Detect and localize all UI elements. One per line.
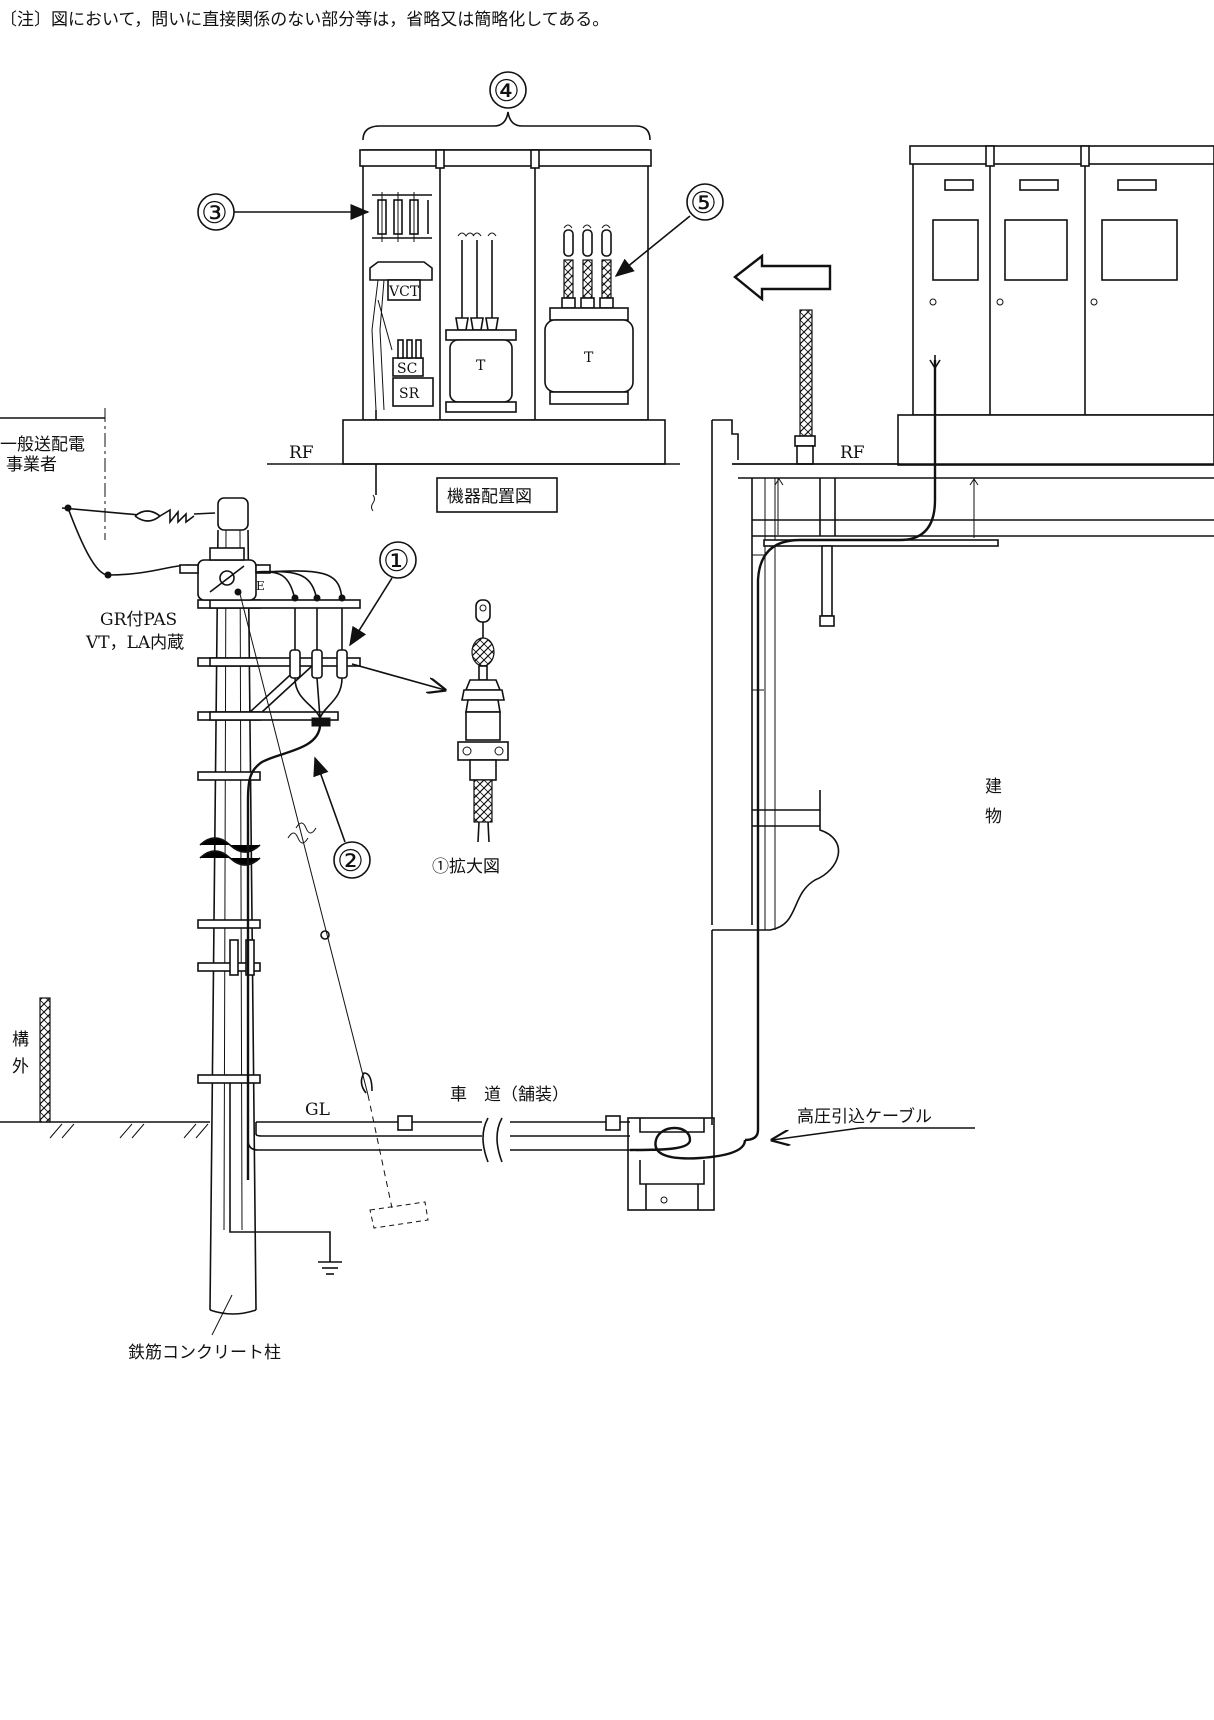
pole-earth bbox=[229, 1200, 342, 1275]
disconnecting-switch-group bbox=[372, 192, 432, 242]
insulator-string bbox=[134, 508, 216, 525]
building-label-1: 建 bbox=[985, 777, 1002, 797]
rf-left-label: RF bbox=[289, 443, 314, 463]
pas-switch: E bbox=[179, 547, 271, 601]
cubicle-right bbox=[897, 145, 1214, 466]
sr-unit: SR bbox=[392, 377, 434, 407]
utility-label-2: 事業者 bbox=[6, 455, 57, 475]
outside-label-1: 構 bbox=[12, 1030, 29, 1050]
ground-line bbox=[0, 1121, 630, 1139]
hv-cable-label: 高圧引込ケーブル bbox=[797, 1106, 932, 1127]
enlarged-termination bbox=[457, 599, 509, 843]
transformer-2-label: T bbox=[584, 350, 594, 366]
svg-text:SR: SR bbox=[399, 386, 420, 402]
callout-2: ② bbox=[333, 841, 371, 879]
vct-label: VCT bbox=[388, 284, 420, 300]
layout-caption: 機器配置図 bbox=[436, 477, 558, 513]
pas-label-1: GR付PAS bbox=[100, 610, 177, 630]
concrete-pole bbox=[197, 497, 261, 1315]
underground-conduit bbox=[247, 1115, 630, 1163]
building: 建 物 bbox=[711, 419, 1214, 1125]
callout-5: ⑤ bbox=[686, 183, 724, 221]
svg-text:SC: SC bbox=[397, 361, 417, 377]
utility-boundary: 一般送配電 事業者 bbox=[0, 408, 106, 540]
brace-4 bbox=[362, 111, 651, 141]
svg-text:①: ① bbox=[383, 544, 410, 579]
roadway-label: 車 道（舗装） bbox=[450, 1085, 569, 1105]
view-direction-arrow bbox=[733, 253, 832, 302]
transformer-2: T bbox=[544, 224, 634, 405]
roof-post bbox=[794, 309, 816, 465]
rf-right-label: RF bbox=[840, 443, 865, 463]
cable-heads bbox=[289, 608, 348, 727]
svg-text:④: ④ bbox=[493, 74, 520, 109]
svg-text:②: ② bbox=[337, 844, 364, 879]
building-label-2: 物 bbox=[985, 807, 1002, 827]
pas-label-2: VT，LA内蔵 bbox=[85, 633, 184, 653]
note-text: 〔注〕図において，問いに直接関係のない部分等は，省略又は簡略化してある。 bbox=[0, 10, 609, 30]
handhole bbox=[627, 1117, 747, 1211]
vct-unit: VCT bbox=[369, 261, 433, 301]
utility-label-1: 一般送配電 bbox=[0, 435, 85, 455]
crossarms bbox=[209, 599, 361, 721]
outside-label-2: 外 bbox=[12, 1057, 29, 1077]
sc-unit: SC bbox=[392, 339, 424, 377]
hv-cable-building bbox=[744, 360, 937, 1142]
callout-1: ① bbox=[379, 541, 417, 579]
pole-label: 鉄筋コンクリート柱 bbox=[128, 1343, 281, 1363]
svg-text:③: ③ bbox=[201, 196, 228, 231]
gl-label: GL bbox=[305, 1100, 330, 1120]
callout-4: ④ bbox=[489, 71, 527, 109]
cable-down-pole bbox=[246, 725, 322, 1180]
pas-e-label: E bbox=[256, 579, 265, 593]
boundary-fence bbox=[39, 997, 51, 1123]
callout-3: ③ bbox=[197, 193, 235, 231]
transformer-1-label: T bbox=[476, 358, 486, 374]
svg-text:機器配置図: 機器配置図 bbox=[447, 487, 532, 507]
svg-text:⑤: ⑤ bbox=[690, 186, 717, 221]
transformer-1: T bbox=[445, 232, 517, 413]
cabinet-base bbox=[342, 419, 666, 465]
callout-5-arrow bbox=[614, 215, 691, 278]
enlarged-caption: ①拡大図 bbox=[432, 857, 500, 877]
pas-ground-wire bbox=[239, 593, 369, 1096]
